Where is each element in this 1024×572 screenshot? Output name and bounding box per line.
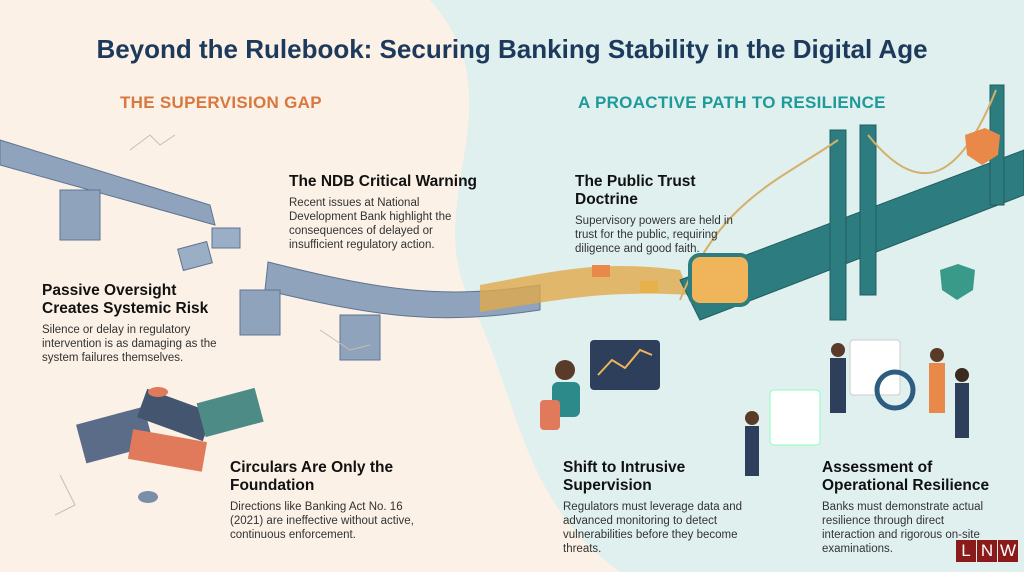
dashboard-panel [769,389,821,446]
road-transition [480,265,690,312]
passive-oversight-block: Passive Oversight Creates Systemic Risk … [42,282,227,365]
public-trust-block: The Public Trust Doctrine Supervisory po… [575,173,755,256]
ground-cracks [54,134,371,516]
block-body: Recent issues at National Development Ba… [289,197,452,251]
shield-check-icon [940,264,975,300]
block-title: Shift to Intrusive Supervision [563,459,686,494]
envelope-icon [592,265,610,277]
vault-lock-icon [688,253,752,307]
block-title: The Public Trust Doctrine [575,173,696,208]
envelope-icon [640,281,658,293]
logo-letter: N [977,540,997,562]
circulars-block: Circulars Are Only the Foundation Direct… [230,459,415,542]
block-title: Circulars Are Only the Foundation [230,459,394,494]
block-body: Regulators must leverage data and advanc… [563,501,742,555]
ndb-warning-block: The NDB Critical Warning Recent issues a… [289,173,479,252]
block-title: The NDB Critical Warning [289,173,478,190]
analyst-at-computer [540,340,660,430]
block-body: Supervisory powers are held in trust for… [575,215,733,255]
shield-check-icon [965,128,1000,165]
bridge-debris [177,227,241,272]
logo-letter: L [956,540,976,562]
section-heading-supervision-gap: THE SUPERVISION GAP [120,93,322,112]
broken-bridge-left [0,139,216,241]
books-stack [76,387,264,503]
operational-resilience-block: Assessment of Operational Resilience Ban… [822,459,997,556]
examiners-group [830,339,969,438]
broken-bridge-right [239,261,541,361]
regulator-figure [745,411,759,476]
block-body: Directions like Banking Act No. 16 (2021… [230,501,414,541]
lnw-logo: L N W [956,540,1018,562]
intrusive-supervision-block: Shift to Intrusive Supervision Regulator… [563,459,778,556]
logo-letter: W [998,540,1018,562]
block-body: Silence or delay in regulatory intervent… [42,324,217,364]
page-title: Beyond the Rulebook: Securing Banking St… [96,34,928,64]
section-heading-proactive-path: A PROACTIVE PATH TO RESILIENCE [578,93,886,112]
block-title: Assessment of Operational Resilience [822,459,990,494]
block-body: Banks must demonstrate actual resilience… [822,501,984,555]
block-title: Passive Oversight Creates Systemic Risk [42,282,209,317]
